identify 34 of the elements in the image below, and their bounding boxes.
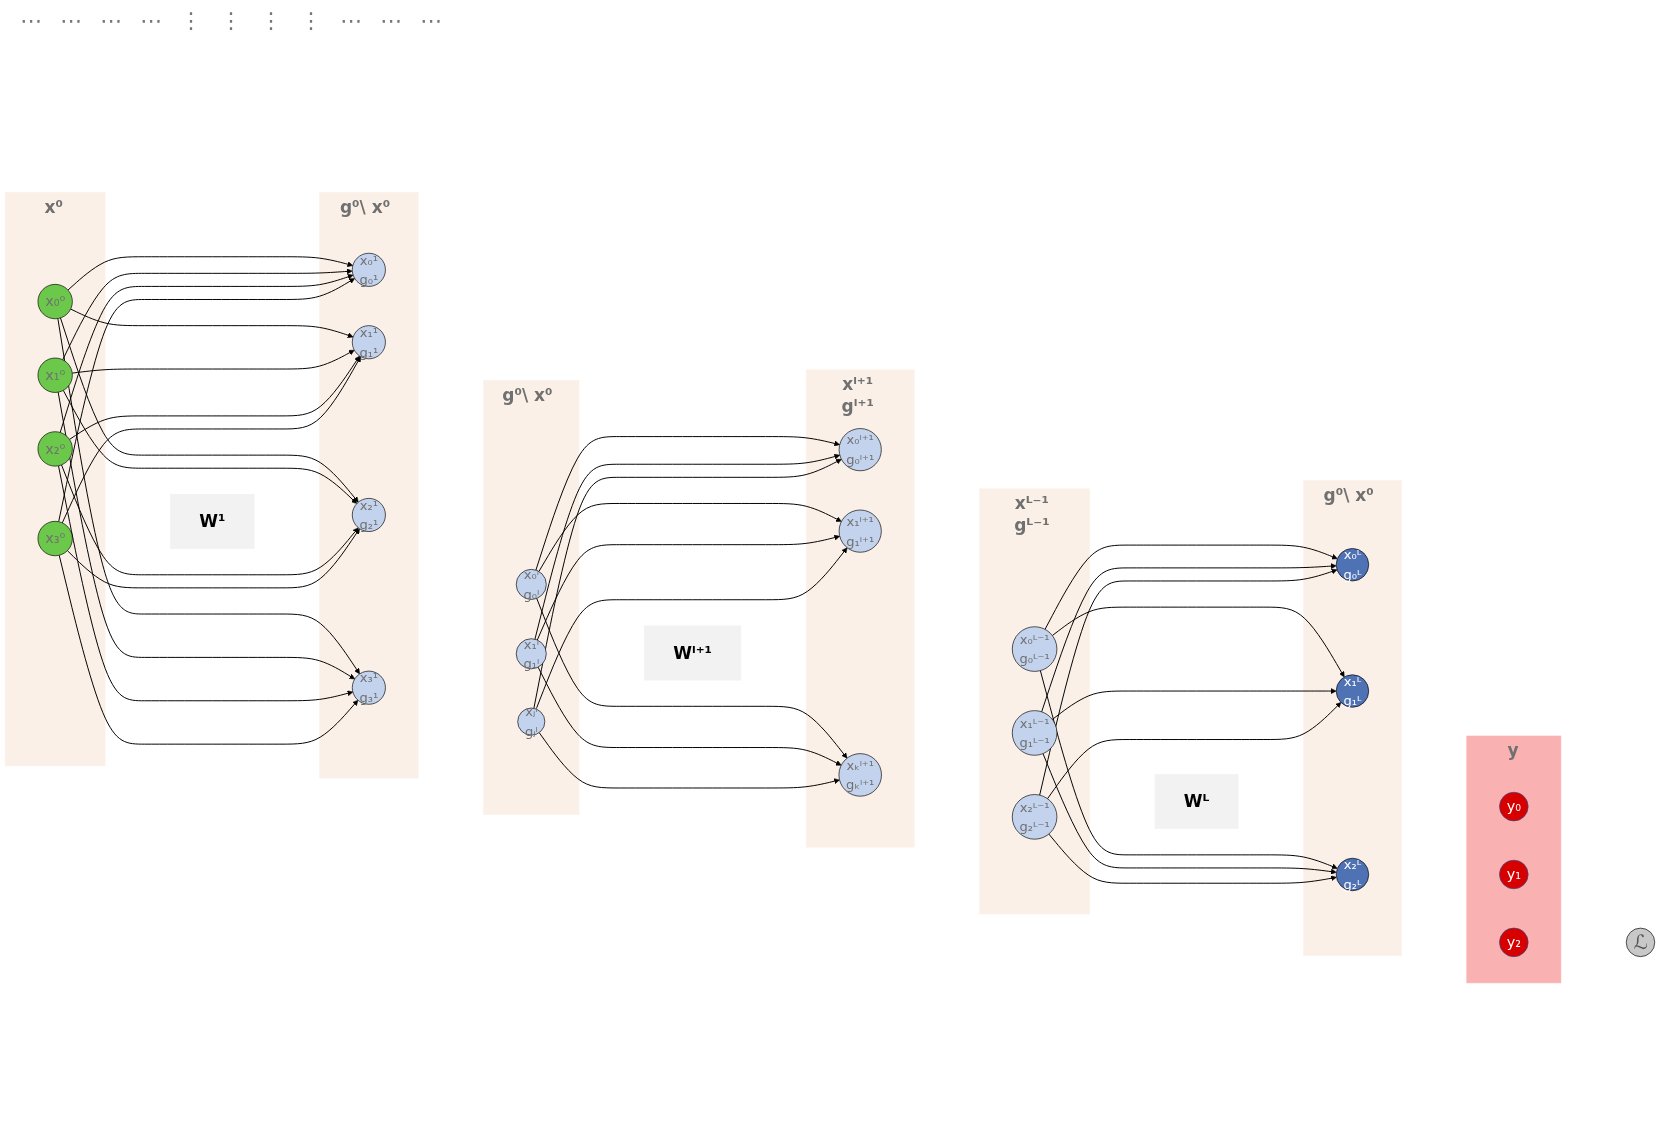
node-circle: y₀	[1499, 791, 1529, 822]
ellipsis: ⋮	[180, 7, 202, 33]
ellipsis: ⋮	[300, 7, 322, 33]
node-circle: x₀ˡ⁺¹ g₀ˡ⁺¹	[838, 428, 882, 472]
node-circle: x₃¹ g₃¹	[351, 670, 386, 705]
node-circle: x₁ˡ g₁ˡ	[515, 638, 547, 670]
node-circle: x₁ᴸ⁻¹ g₁ᴸ⁻¹	[1011, 710, 1058, 756]
node-circle: xₖˡ⁺¹ gₖˡ⁺¹	[838, 753, 882, 797]
ellipsis: ⋯	[140, 7, 162, 33]
node-circle: x₂ᴸ⁻¹ g₂ᴸ⁻¹	[1011, 794, 1058, 840]
ellipsis: ⋯	[100, 7, 122, 33]
node-circle: x₂¹ g₂¹	[351, 498, 386, 532]
node-circle: y₁	[1499, 859, 1529, 890]
node-circle: x₂ᴸ g₂ᴸ	[1335, 857, 1370, 891]
node-circle: x₀ᴸ⁻¹ g₀ᴸ⁻¹	[1011, 626, 1058, 672]
ellipsis: ⋯	[60, 7, 82, 33]
node-circle: x₃⁰	[37, 520, 73, 557]
node-circle: x₂⁰	[37, 431, 73, 467]
ellipsis: ⋯	[340, 7, 362, 33]
ellipsis: ⋮	[220, 7, 242, 33]
node-circle: y₂	[1499, 927, 1529, 957]
node-circle: x₀⁰	[37, 283, 73, 320]
node-circle: ℒ	[1625, 927, 1656, 957]
node-circle: x₀¹ g₀¹	[351, 252, 386, 287]
node-circle: x₁ᴸ g₁ᴸ	[1335, 674, 1370, 708]
ellipsis: ⋯	[380, 7, 402, 33]
node-circle: x₁⁰	[37, 357, 73, 393]
node-circle: x₀ᴸ g₀ᴸ	[1335, 548, 1370, 582]
ellipsis: ⋯	[20, 7, 42, 33]
ellipsis: ⋮	[260, 7, 282, 33]
node-circle: x₁¹ g₁¹	[351, 325, 386, 360]
ellipsis: ⋯	[420, 7, 442, 33]
node-circle: x₀ˡ g₀ˡ	[515, 569, 547, 600]
node-circle: x₁ˡ⁺¹ g₁ˡ⁺¹	[838, 509, 882, 553]
